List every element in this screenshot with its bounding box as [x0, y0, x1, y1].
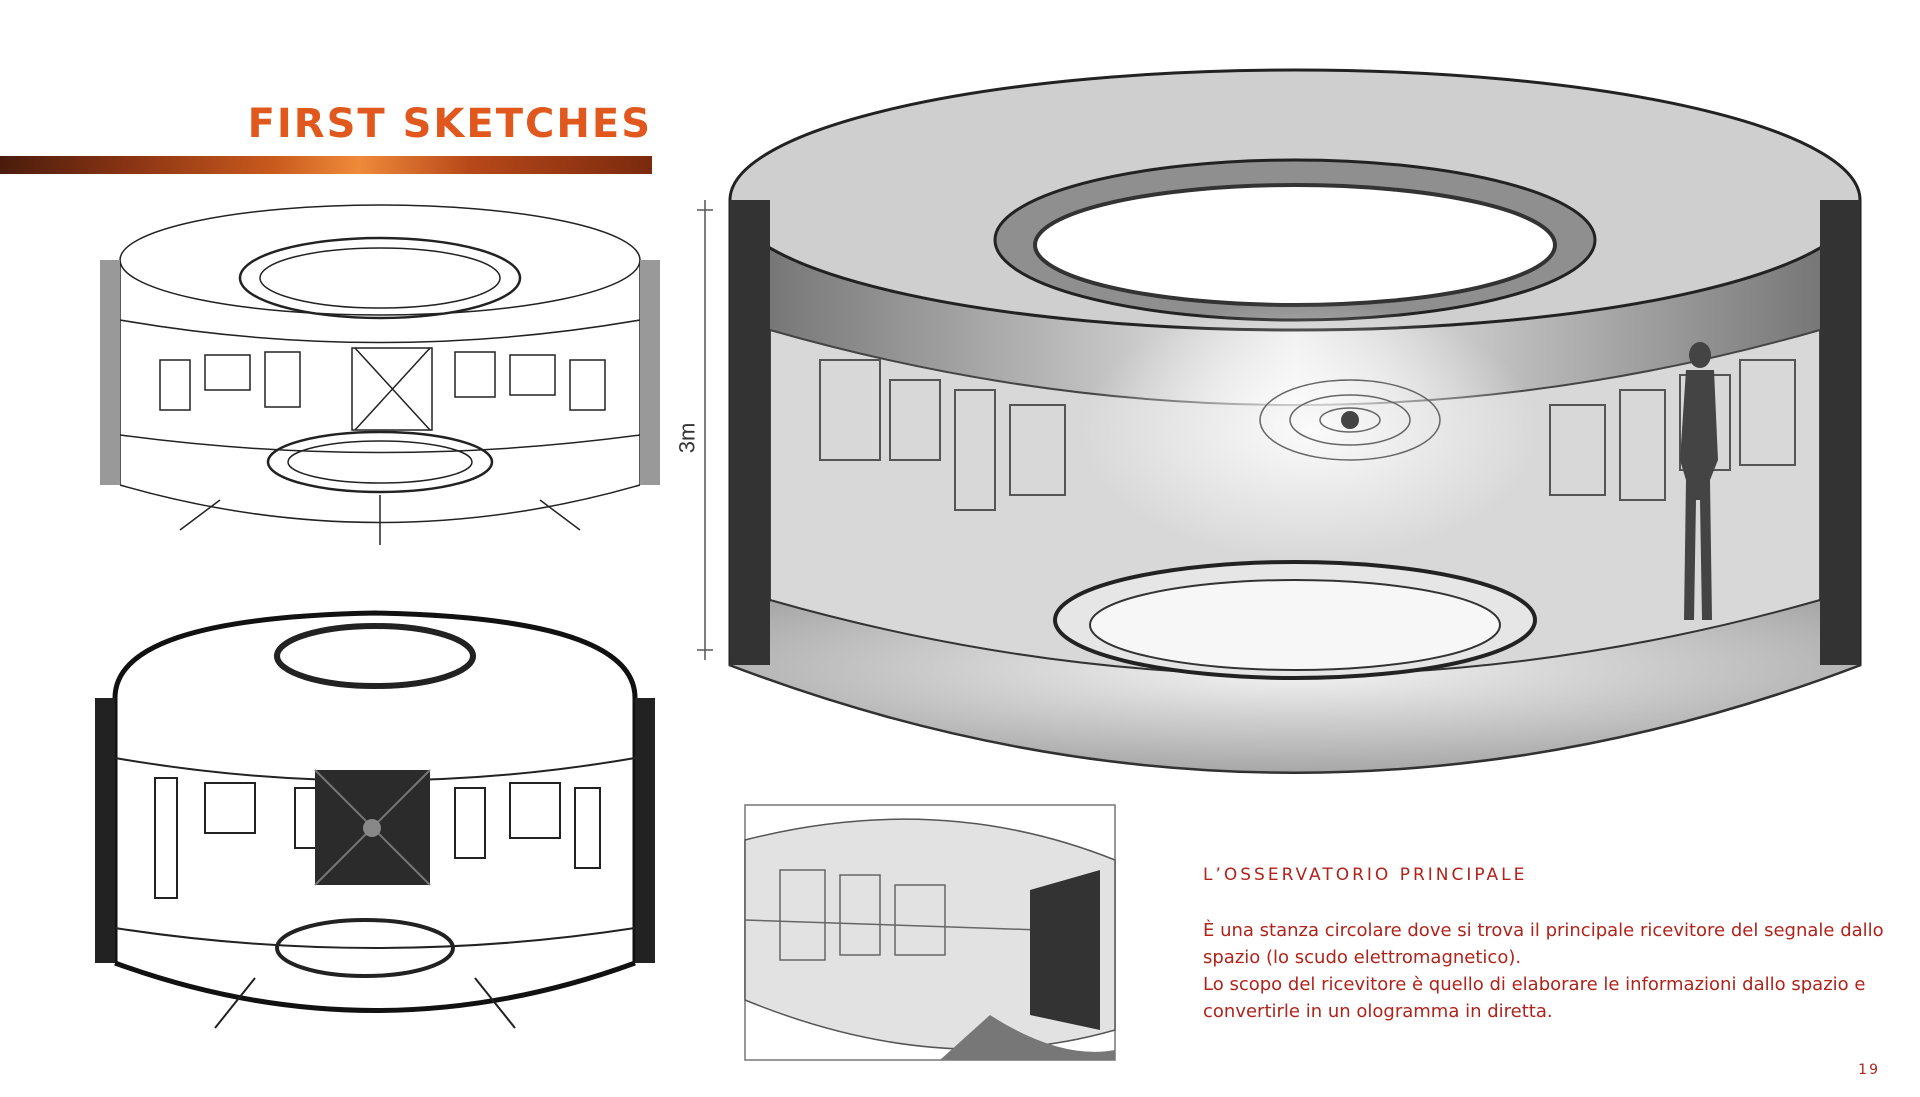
caption-paragraph: È una stanza circolare dove si trova il …: [1203, 920, 1884, 968]
page-number: 19: [1858, 1062, 1880, 1078]
dimension-line: [697, 200, 713, 660]
sketch-main-render: [728, 68, 1862, 774]
caption-paragraph: Lo scopo del ricevitore è quello di elab…: [1203, 974, 1866, 1022]
sketch-line-drawing: [100, 204, 660, 545]
sketch-pencil-corridor: [744, 804, 1116, 1061]
page-title: FIRST SKETCHES: [247, 101, 652, 147]
header-gradient-bar: [0, 156, 652, 174]
sketch-marker-drawing: [95, 610, 655, 1029]
caption-body: È una stanza circolare dove si trova il …: [1203, 917, 1903, 1025]
dimension-label: 3m: [674, 422, 700, 454]
caption: L’OSSERVATORIO PRINCIPALE È una stanza c…: [1203, 865, 1903, 1025]
caption-title: L’OSSERVATORIO PRINCIPALE: [1203, 865, 1528, 885]
